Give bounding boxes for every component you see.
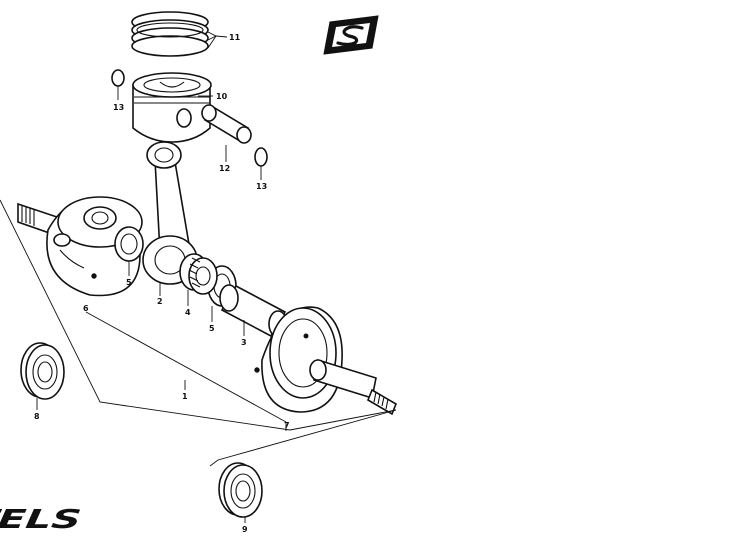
callout-5-right: 5 [209,324,215,333]
callout-2: 2 [157,297,163,306]
callout-9: 9 [242,525,248,534]
callout-13-right: 13 [256,182,267,191]
crank-half-right [254,306,397,416]
callout-1: 1 [182,392,188,401]
leader-lines [0,31,397,523]
callout-11: 11 [229,33,241,42]
piston-pin [201,104,252,144]
bearing-left [20,342,65,400]
callout-10: 10 [216,92,228,101]
callout-13-top: 13 [113,103,124,112]
svg-text:STELS: STELS [0,505,83,535]
circlip-left [111,69,125,87]
crank-pin [219,284,288,338]
callout-5-left: 5 [126,278,132,287]
callout-6: 6 [83,304,89,313]
callout-3: 3 [241,338,247,347]
bearing-right [218,462,263,518]
needle-bearing [179,253,218,295]
s-badge-logo [323,15,379,55]
stels-brand-logo: STELS [0,505,83,535]
circlip-right [254,147,268,167]
thrust-washer-left [114,226,144,262]
callout-4: 4 [185,308,191,317]
callout-7: 7 [284,421,290,430]
callout-numbers: 11 13 10 12 13 5 2 4 5 3 6 1 8 7 9 [34,33,290,534]
callout-12: 12 [219,164,230,173]
piston [132,72,212,143]
piston-rings [131,11,209,57]
callout-8: 8 [34,412,40,421]
